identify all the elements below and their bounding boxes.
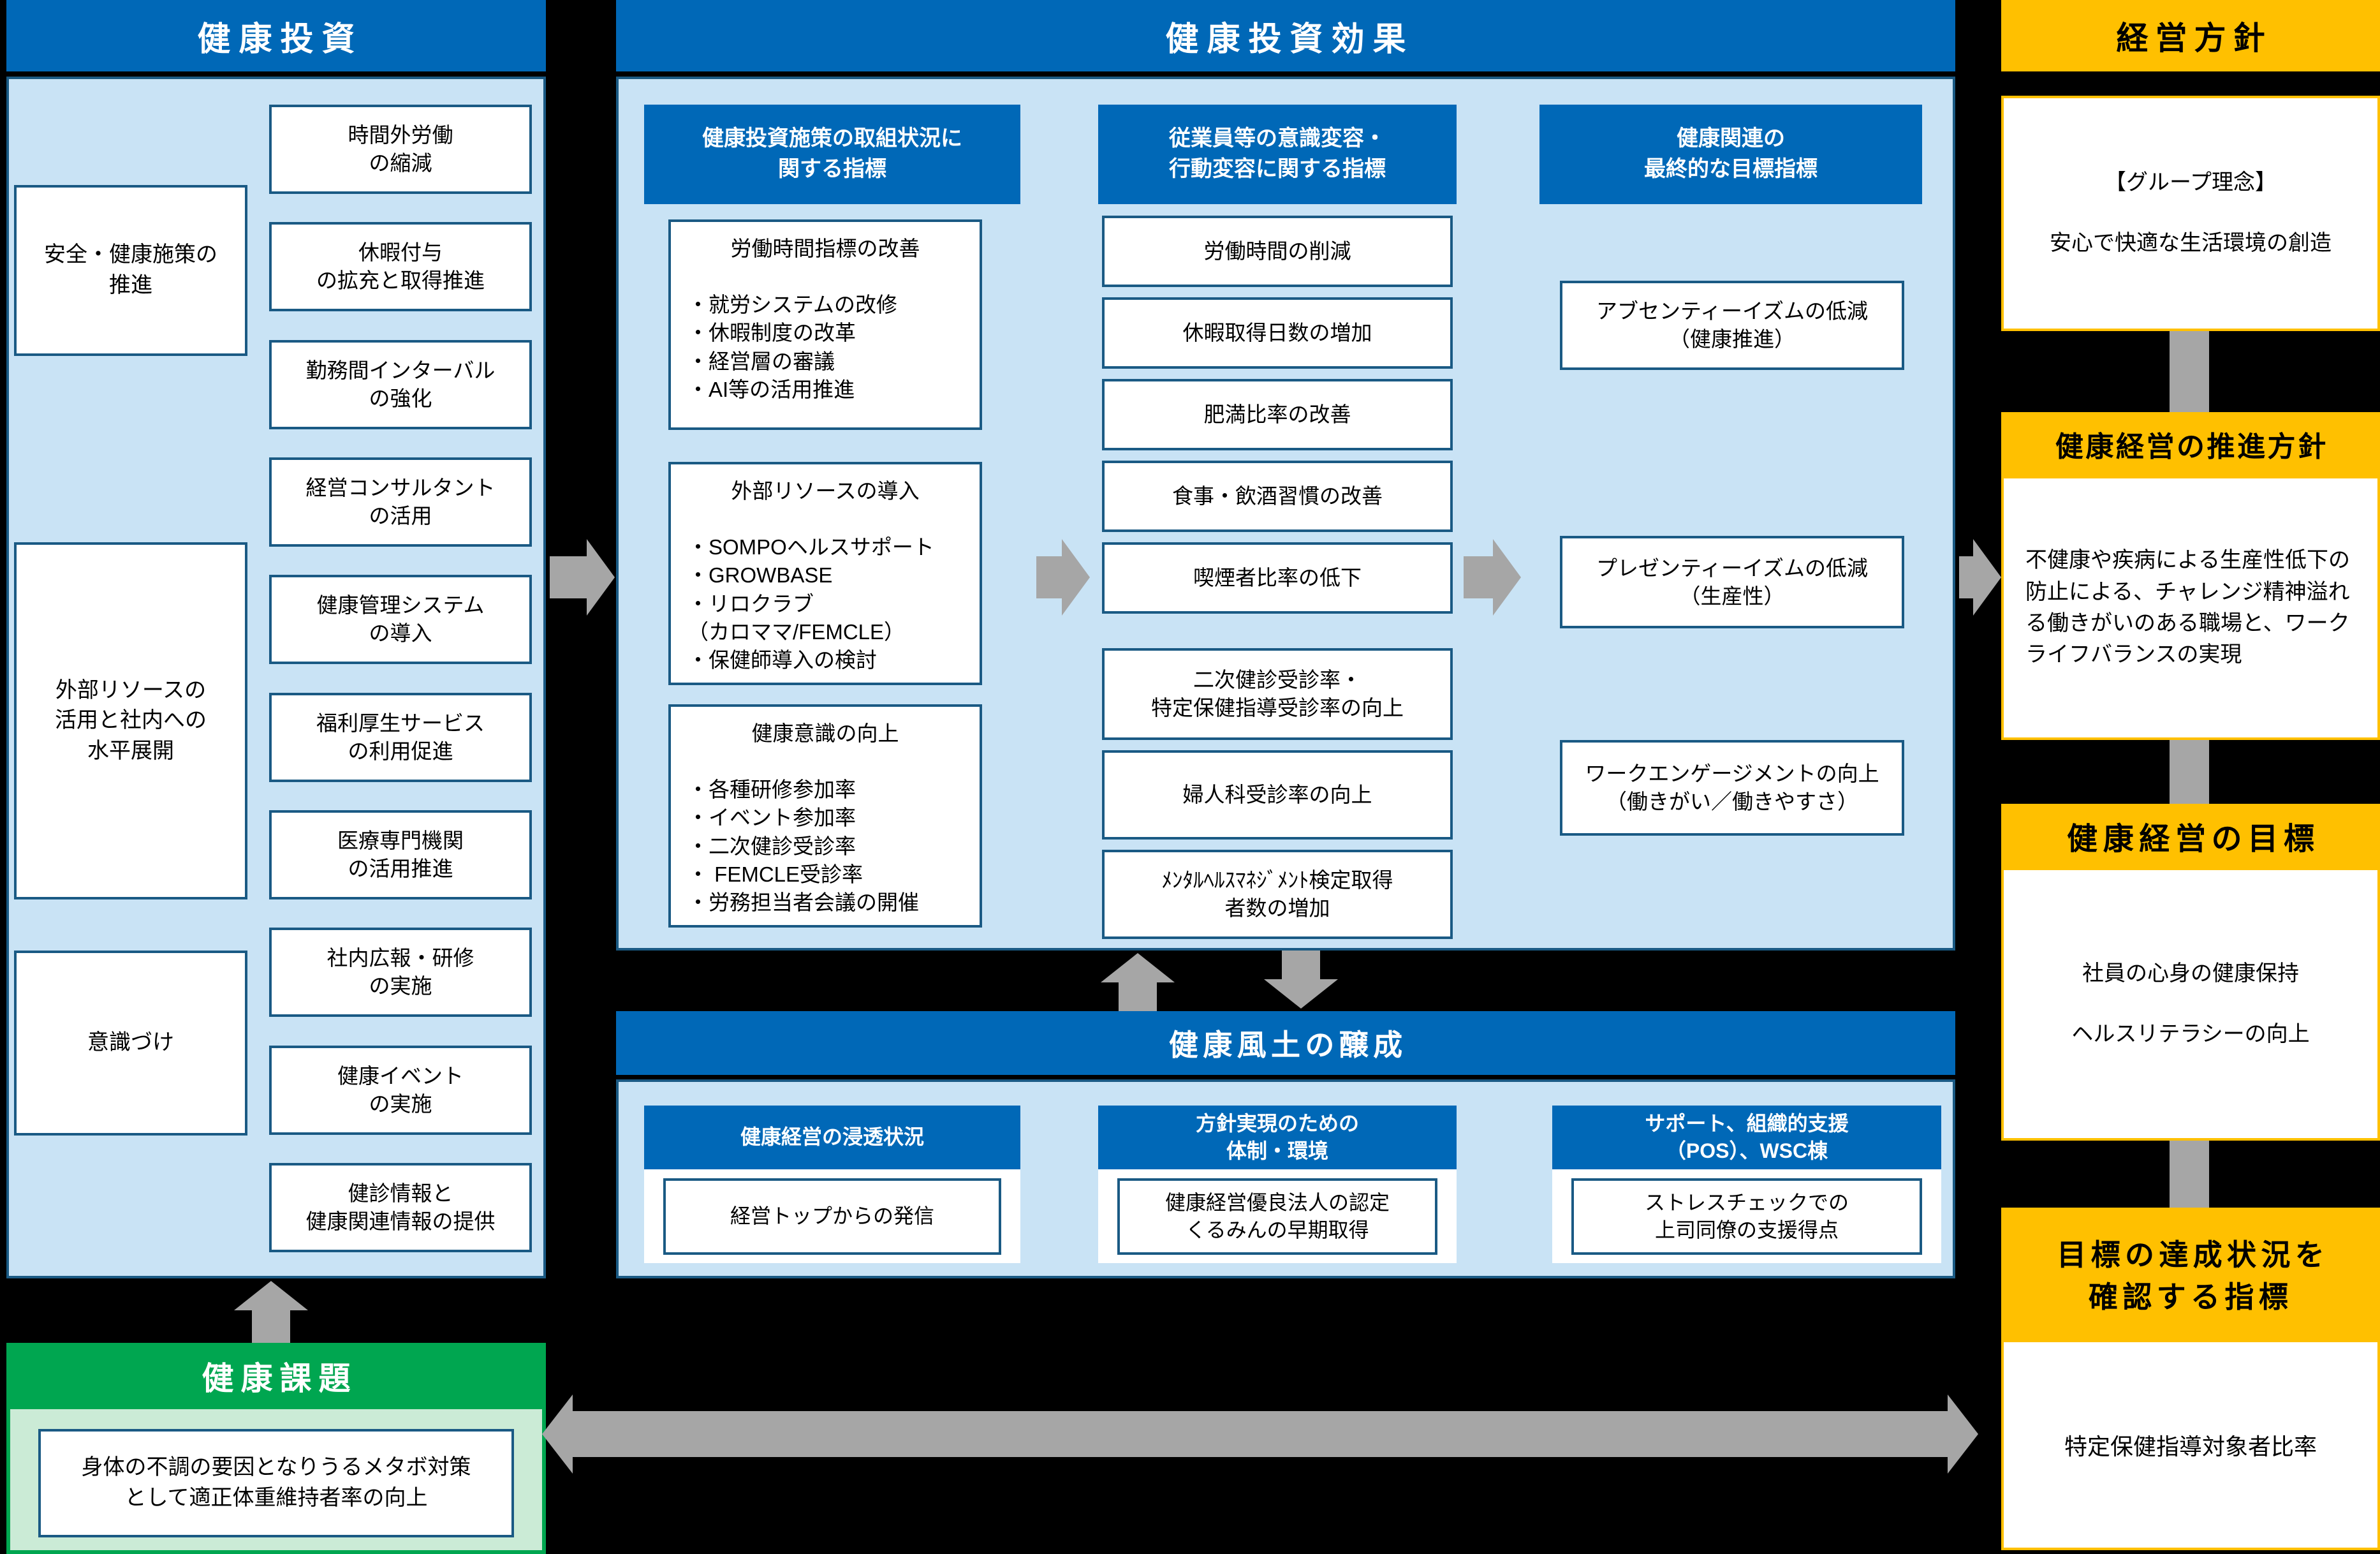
box-health-management-goal: 社員の心身の健康保持 ヘルスリテラシーの向上 <box>2001 868 2380 1141</box>
box-certification-kurumin: 健康経営優良法人の認定 くるみんの早期取得 <box>1117 1178 1437 1255</box>
health-investment-header: 健康投資 <box>6 0 546 71</box>
box-gynecology-rate: 婦人科受診率の向上 <box>1102 750 1453 840</box>
connector-bar <box>2170 740 2209 804</box>
health-culture-header: 健康風土の醸成 <box>616 1011 1955 1075</box>
box-top-management-message: 経営トップからの発信 <box>663 1178 1001 1255</box>
box-smoking-rate-decline: 喫煙者比率の低下 <box>1102 542 1453 614</box>
bullet: ・GROWBASE <box>687 563 833 588</box>
bullet: ・AI等の活用推進 <box>687 377 855 401</box>
box-presenteeism: プレゼンティーイズムの低減 （生産性） <box>1560 536 1904 628</box>
culture-penetration-header: 健康経営の浸透状況 <box>644 1106 1020 1169</box>
item-health-info: 健診情報と 健康関連情報の提供 <box>269 1163 532 1252</box>
bullet: ・各種研修参加率 <box>687 778 856 802</box>
item-medical-institution: 医療専門機関 の活用推進 <box>269 810 532 899</box>
bullet: ・就労システムの改修 <box>687 293 898 317</box>
health-management-goal-header: 健康経営の目標 <box>2001 804 2380 868</box>
group-label-external-resources: 外部リソースの 活用と社内への 水平展開 <box>14 542 247 899</box>
box-specific-health-guidance-rate: 特定保健指導対象者比率 <box>2001 1340 2380 1550</box>
group-label-safety-health: 安全・健康施策の 推進 <box>14 185 247 356</box>
bullet: ・保健師導入の検討 <box>687 648 877 672</box>
item-internal-pr-training: 社内広報・研修 の実施 <box>269 928 532 1017</box>
bullet-list: ・就労システムの改修 ・休暇制度の改革 ・経営層の審議 ・AI等の活用推進 <box>687 291 963 404</box>
box-title: 労働時間指標の改善 <box>730 237 920 260</box>
item-overtime-reduction: 時間外労働 の縮減 <box>269 105 532 194</box>
col-behavior-change-header: 従業員等の意識変容・ 行動変容に関する指標 <box>1098 105 1457 204</box>
item-leave-expansion: 休暇付与 の拡充と取得推進 <box>269 222 532 311</box>
box-group-philosophy: 【グループ理念】 安心で快適な生活環境の創造 <box>2001 96 2380 331</box>
item-welfare-service: 福利厚生サービス の利用促進 <box>269 693 532 782</box>
group-label-awareness: 意識づけ <box>14 951 247 1136</box>
item-work-interval: 勤務間インターバル の強化 <box>269 340 532 429</box>
bullet-list: ・SOMPOヘルスサポート ・GROWBASE ・リロクラブ （カロママ/FEM… <box>687 533 963 674</box>
bullet-list: ・各種研修参加率 ・イベント参加率 ・二次健診受診率 ・ FEMCLE受診率 ・… <box>687 776 963 917</box>
item-management-consultant: 経営コンサルタント の活用 <box>269 457 532 547</box>
promotion-policy-header: 健康経営の推進方針 <box>2001 412 2380 476</box>
bullet: ・イベント参加率 <box>687 806 856 830</box>
box-diet-drinking-improvement: 食事・飲酒習慣の改善 <box>1102 461 1453 532</box>
item-health-system: 健康管理システム の導入 <box>269 575 532 664</box>
connector-bar <box>2170 1141 2209 1208</box>
health-issues-header: 健康課題 <box>6 1343 546 1409</box>
box-mental-health-certification: ﾒﾝﾀﾙﾍﾙｽﾏﾈｼﾞﾒﾝﾄ検定取得 者数の増加 <box>1102 850 1453 939</box>
management-policy-header: 経営方針 <box>2001 0 2380 71</box>
bullet: ・SOMPOヘルスサポート <box>687 535 934 559</box>
col-final-goal-header: 健康関連の 最終的な目標指標 <box>1539 105 1922 204</box>
box-work-engagement: ワークエンゲージメントの向上 （働きがい／働きやすさ） <box>1560 740 1904 836</box>
box-health-awareness: 健康意識の向上 ・各種研修参加率 ・イベント参加率 ・二次健診受診率 ・ FEM… <box>668 704 982 928</box>
box-obesity-improvement: 肥満比率の改善 <box>1102 379 1453 450</box>
box-working-hours-cut: 労働時間の削減 <box>1102 216 1453 287</box>
bullet: ・ FEMCLE受診率 <box>687 862 863 886</box>
box-title: 健康意識の向上 <box>751 722 899 745</box>
bullet: ・リロクラブ <box>687 591 814 616</box>
box-leave-days-increase: 休暇取得日数の増加 <box>1102 297 1453 369</box>
box-metabolic-countermeasure: 身体の不調の要因となりうるメタボ対策 として適正体重維持者率の向上 <box>38 1429 514 1537</box>
bullet: ・休暇制度の改革 <box>687 321 856 345</box>
box-absenteeism: アブセンティーイズムの低減 （健康推進） <box>1560 281 1904 370</box>
box-external-resource-intro: 外部リソースの導入 ・SOMPOヘルスサポート ・GROWBASE ・リロクラブ… <box>668 462 982 685</box>
culture-structure-header: 方針実現のための 体制・環境 <box>1098 1106 1457 1169</box>
box-secondary-checkup-rate: 二次健診受診率・ 特定保健指導受診率の向上 <box>1102 648 1453 740</box>
bullet: ・二次健診受診率 <box>687 834 856 858</box>
box-promotion-policy: 不健康や疾病による生産性低下の防止による、チャレンジ精神溢れる働きがいのある職場… <box>2001 476 2380 740</box>
box-title: 外部リソースの導入 <box>731 479 920 503</box>
culture-support-header: サポート、組織的支援 （POS）、WSC棟 <box>1552 1106 1941 1169</box>
bullet: ・労務担当者会議の開催 <box>687 891 919 915</box>
bullet: ・経営層の審議 <box>687 349 835 373</box>
connector-bar <box>2170 331 2209 412</box>
item-health-event: 健康イベント の実施 <box>269 1046 532 1135</box>
box-stress-check-support: ストレスチェックでの 上司同僚の支援得点 <box>1571 1178 1922 1255</box>
investment-effect-header: 健康投資効果 <box>616 0 1955 71</box>
goal-achievement-indicator-header: 目標の達成状況を 確認する指標 <box>2001 1208 2380 1340</box>
bullet: （カロママ/FEMCLE） <box>687 619 906 644</box>
box-working-hours-index: 労働時間指標の改善 ・就労システムの改修 ・休暇制度の改革 ・経営層の審議 ・A… <box>668 219 982 430</box>
col-initiative-status-header: 健康投資施策の取組状況に 関する指標 <box>644 105 1020 204</box>
